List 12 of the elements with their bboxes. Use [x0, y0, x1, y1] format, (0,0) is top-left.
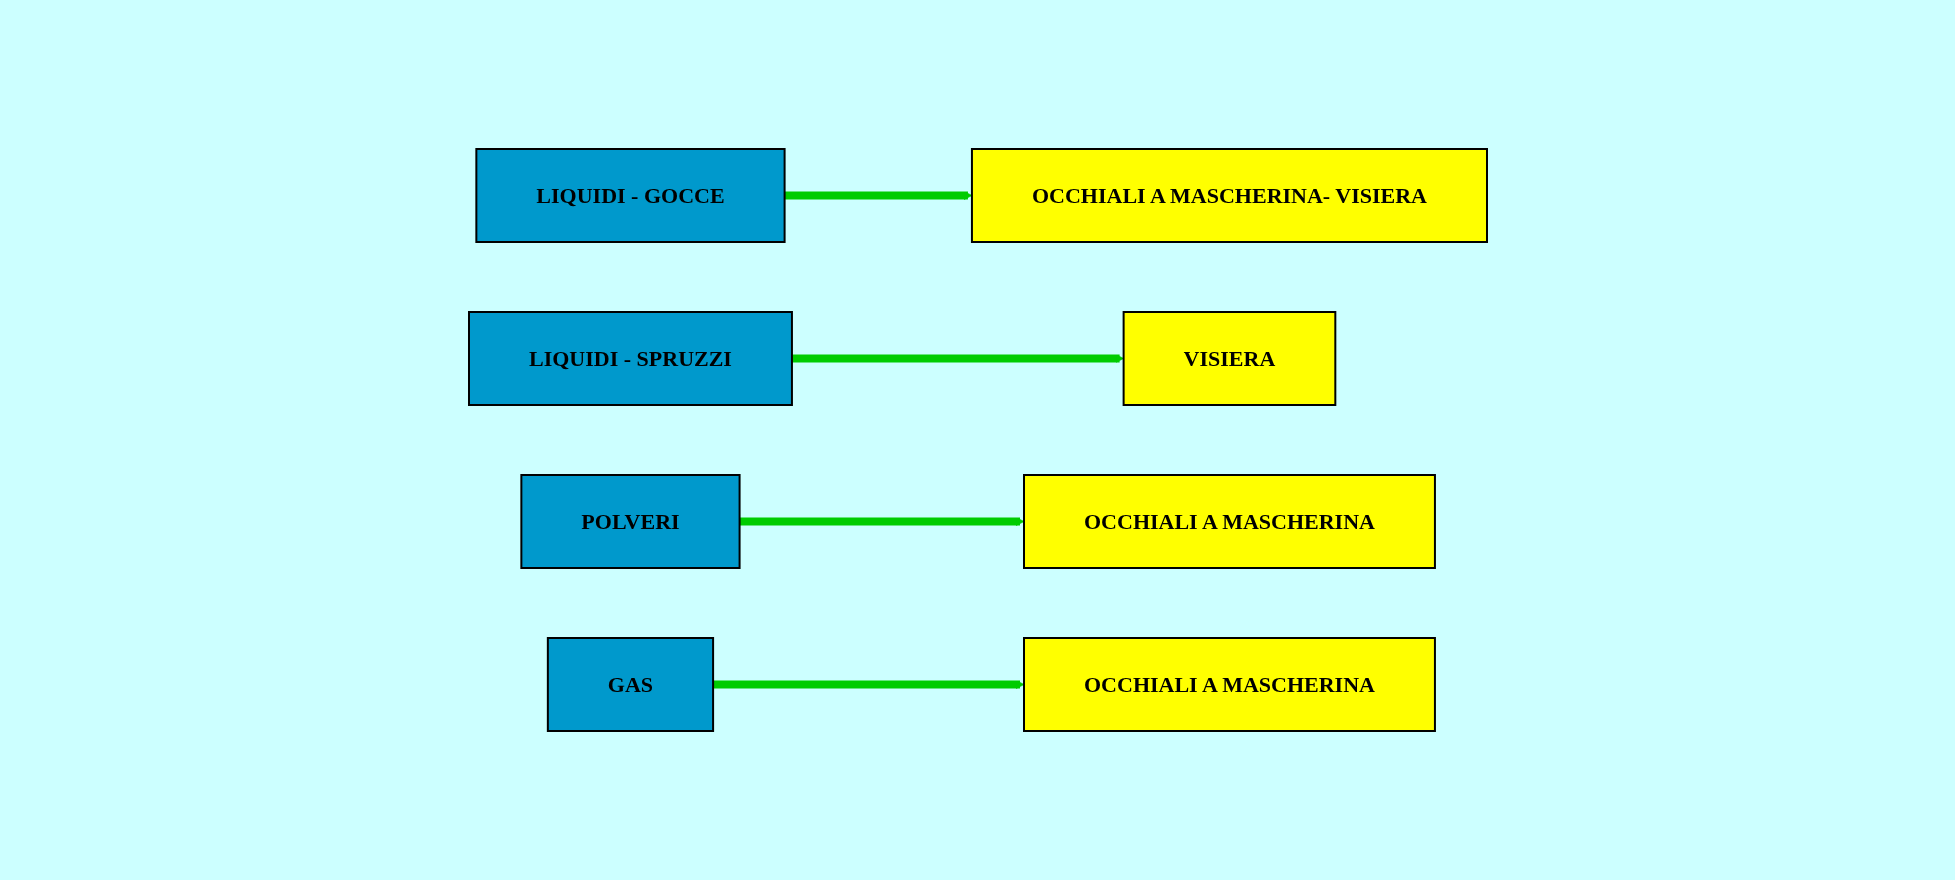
- node-box: GAS: [546, 637, 714, 732]
- node-box: OCCHIALI A MASCHERINA: [1022, 637, 1436, 732]
- node-box: OCCHIALI A MASCHERINA- VISIERA: [970, 148, 1488, 243]
- arrow: [791, 354, 1124, 363]
- node-box: LIQUIDI - GOCCE: [474, 148, 786, 243]
- node-box: POLVERI: [519, 474, 741, 569]
- node-box: LIQUIDI - SPRUZZI: [467, 311, 793, 406]
- arrow: [784, 191, 972, 200]
- node-box: OCCHIALI A MASCHERINA: [1022, 474, 1436, 569]
- arrow: [739, 517, 1024, 526]
- node-box: VISIERA: [1122, 311, 1336, 406]
- arrow: [712, 680, 1024, 689]
